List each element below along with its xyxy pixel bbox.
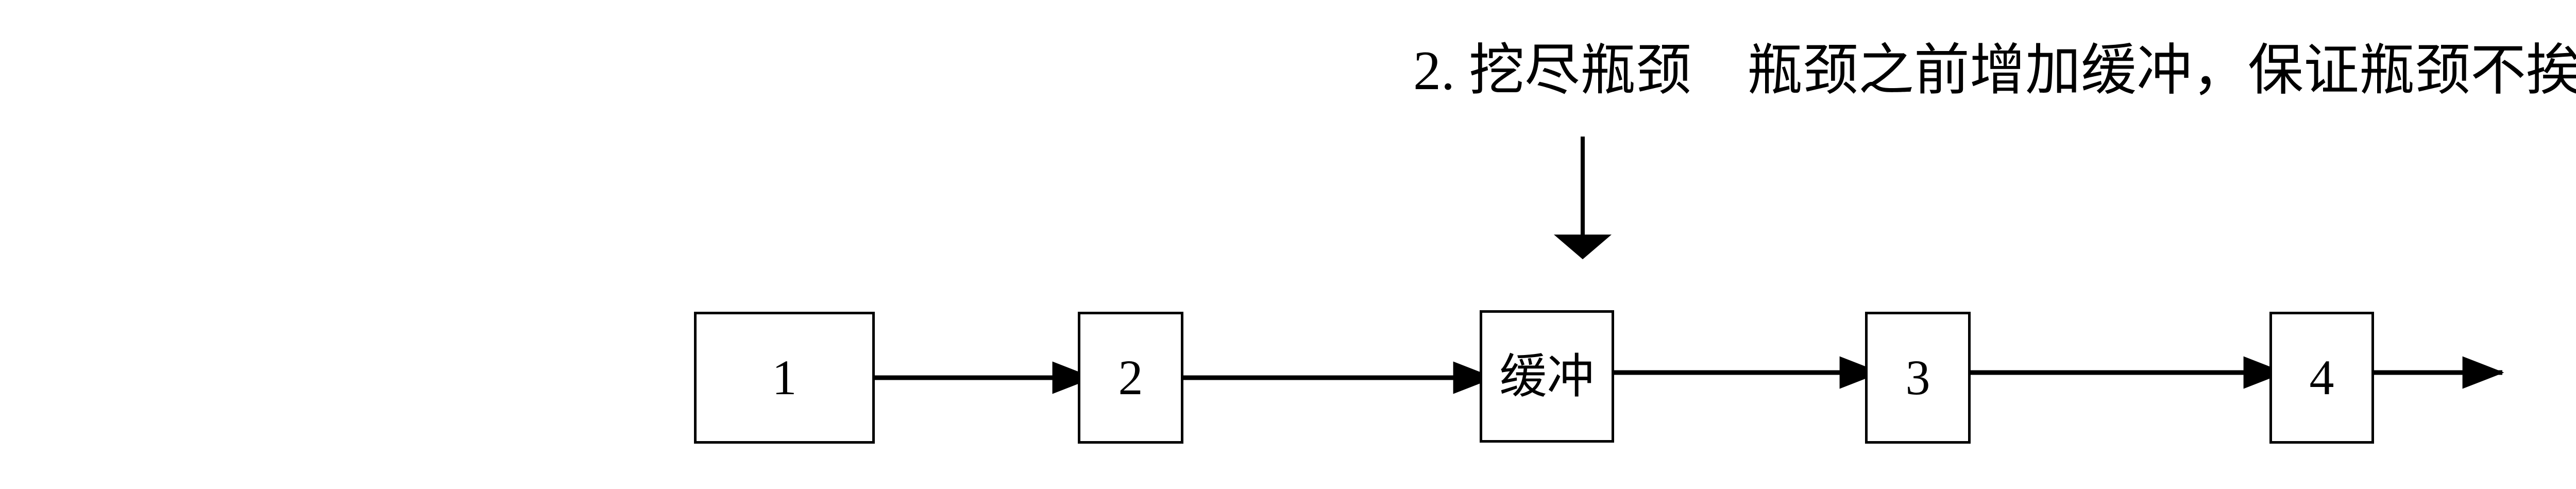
annotation-caption: 2. 挖尽瓶颈 瓶颈之前增加缓冲，保证瓶颈不挨饿 [1413,40,2576,102]
flow-node-step-1-label: 1 [772,350,797,405]
flow-node-step-2-label: 2 [1118,350,1143,405]
flow-node-step-4[interactable]: 4 [2269,312,2374,444]
flow-node-step-4-label: 4 [2309,350,2334,405]
flow-node-step-2[interactable]: 2 [1078,312,1183,444]
flow-node-step-3-label: 3 [1905,350,1930,405]
flow-node-step-3[interactable]: 3 [1865,312,1971,444]
flow-node-buffer-label: 缓冲 [1499,350,1595,403]
flow-node-step-1[interactable]: 1 [694,312,875,444]
flow-node-buffer[interactable]: 缓冲 [1480,310,1614,443]
